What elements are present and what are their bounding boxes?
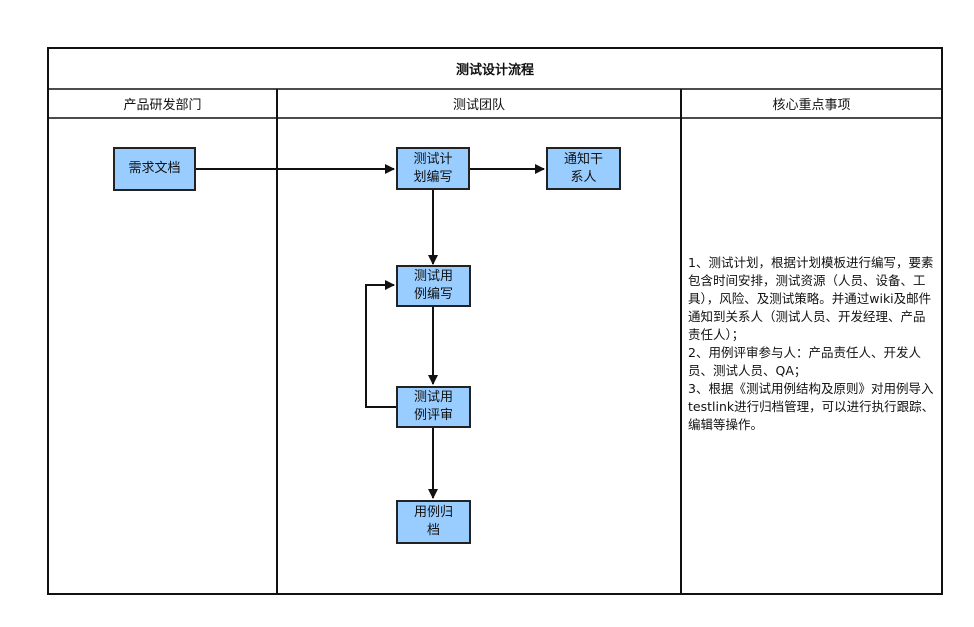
node-test-case-archive[interactable]: 用例归 档: [396, 500, 471, 544]
key-points-notes: 1、测试计划，根据计划模板进行编写，要素包含时间安排，测试资源（人员、设备、工具…: [688, 254, 936, 434]
node-test-case-review-label: 测试用 例评审: [413, 390, 453, 423]
arrow-review-feedback: [365, 280, 396, 408]
node-test-case-writing[interactable]: 测试用 例编写: [396, 265, 471, 307]
note-item-2: 2、用例评审参与人：产品责任人、开发人员、测试人员、QA；: [688, 345, 921, 378]
node-test-case-writing-label: 测试用 例编写: [413, 269, 453, 302]
note-item-3: 3、根据《测试用例结构及原则》对用例导入testlink进行归档管理，可以进行执…: [688, 381, 935, 432]
node-notify-stakeholders[interactable]: 通知干 系人: [546, 147, 621, 190]
note-item-1: 1、测试计划，根据计划模板进行编写，要素包含时间安排，测试资源（人员、设备、工具…: [688, 255, 934, 342]
node-test-plan-label: 测试计 划编写: [413, 151, 453, 185]
lane-header-product-rd: 产品研发部门: [123, 98, 202, 113]
diagram-frame: [47, 47, 943, 595]
node-requirement-doc-label: 需求文档: [128, 161, 181, 176]
lane-header-key-points: 核心重点事项: [772, 98, 851, 113]
node-test-case-review[interactable]: 测试用 例评审: [396, 386, 471, 428]
lane-header-test-team: 测试团队: [452, 98, 505, 113]
node-test-plan[interactable]: 测试计 划编写: [396, 147, 470, 190]
node-requirement-doc[interactable]: 需求文档: [113, 147, 196, 191]
node-test-case-archive-label: 用例归 档: [413, 505, 453, 538]
node-notify-stakeholders-label: 通知干 系人: [563, 151, 603, 185]
diagram-title: 测试设计流程: [455, 62, 534, 78]
